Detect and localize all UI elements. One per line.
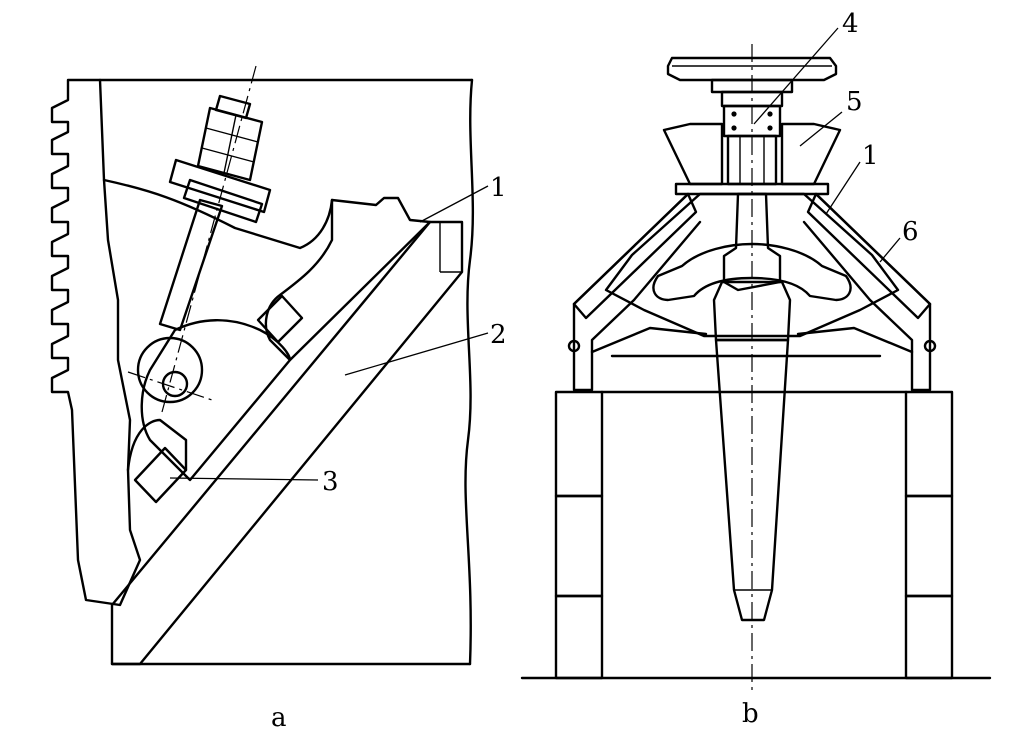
pad-upper (256, 294, 304, 344)
spindle-upper (722, 192, 782, 292)
view-a: 1 2 3 a (50, 65, 507, 733)
workpiece-right-top (904, 390, 954, 498)
nut-washer (168, 158, 272, 214)
callout-1-a: 1 (490, 173, 507, 203)
pad-lower (133, 446, 188, 504)
caption-b: b (742, 699, 759, 729)
wedge (110, 220, 464, 666)
workpiece-right-bottom (904, 594, 954, 680)
handwheel (666, 56, 838, 82)
callout-6-b: 6 (902, 217, 919, 247)
callout-4-b: 4 (842, 9, 859, 39)
cone-body (604, 192, 900, 338)
view-b: 4 5 1 6 b (520, 9, 992, 729)
housing-wall (50, 78, 142, 607)
wing-left (662, 122, 724, 186)
workpiece-left-top (554, 390, 604, 498)
callout-1-b: 1 (862, 141, 879, 171)
screw-shank (158, 198, 224, 332)
shell-left (572, 192, 702, 392)
hinge-pin (161, 370, 189, 398)
caption-a: a (271, 703, 287, 733)
callout-2-a: 2 (490, 320, 507, 350)
workpiece-left-bottom (554, 594, 604, 680)
callout-3-a: 3 (322, 467, 339, 497)
hinge-lever (140, 319, 292, 482)
callout-5-b: 5 (846, 87, 863, 117)
wing-right (780, 122, 842, 186)
hinge-eye-outer (136, 336, 204, 404)
jaw-block (264, 196, 432, 362)
